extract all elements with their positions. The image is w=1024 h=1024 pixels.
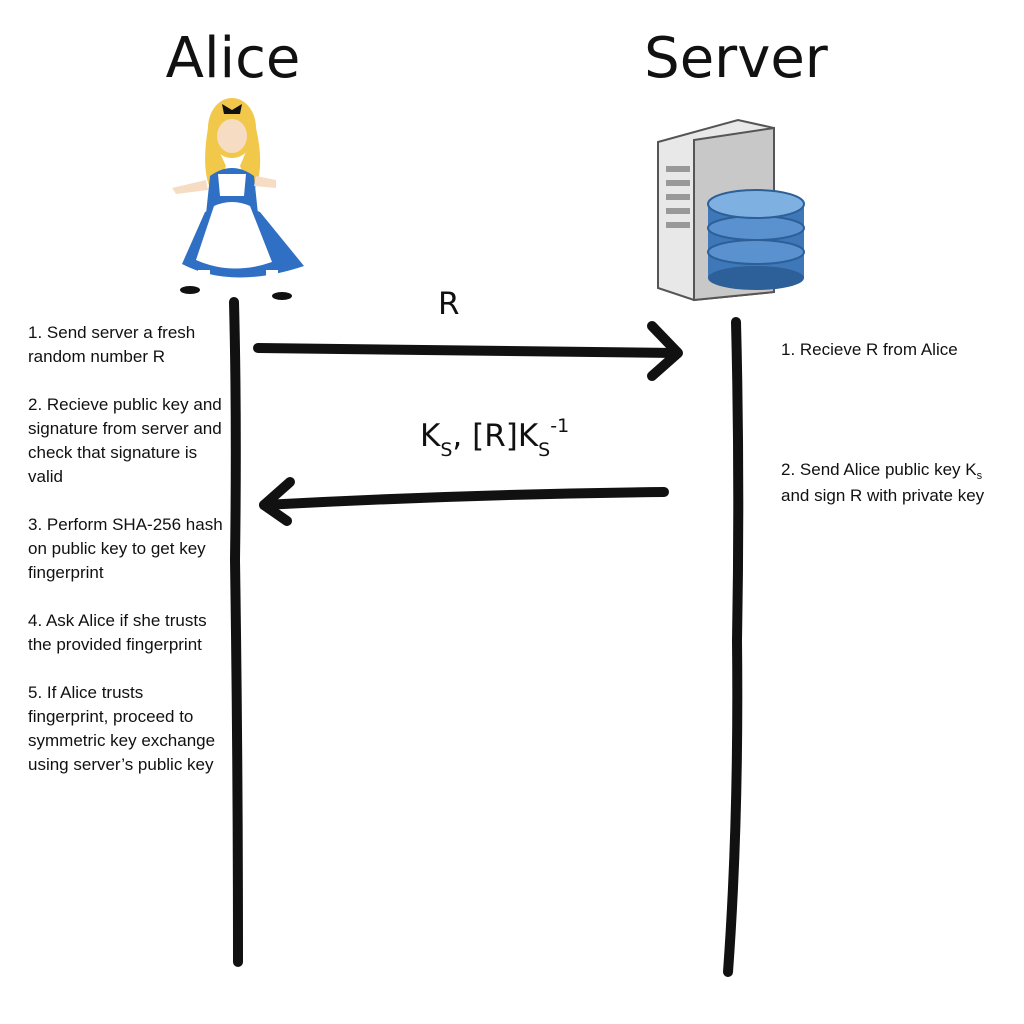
label-sub-s2: S: [538, 439, 551, 461]
server-step-2-text: 2. Send Alice public key K: [781, 460, 977, 479]
server-step-2-subscript: s: [976, 470, 983, 482]
server-title: Server: [644, 26, 828, 91]
label-sep: , [R]K: [452, 418, 539, 454]
server-step-1: 1. Recieve R from Alice: [781, 340, 958, 359]
server-step-2-text-line2: and sign R with private key: [781, 486, 985, 505]
message-label-key-signature: KS, [R]KS-1: [420, 415, 570, 461]
label-exponent: -1: [550, 415, 570, 437]
alice-lifeline: [229, 297, 243, 967]
server-step-2: 2. Send Alice public key Ks and sign R wi…: [781, 458, 1016, 508]
label-k: K: [420, 418, 441, 454]
alice-title: Alice: [165, 26, 301, 91]
message-arrow-r: [253, 321, 683, 381]
alice-step-2: 2. Recieve public key and signature from…: [28, 395, 222, 486]
alice-step-4: 4. Ask Alice if she trusts the provided …: [28, 611, 207, 654]
message-arrow-key: [259, 477, 669, 526]
alice-step-1: 1. Send server a fresh random number R: [28, 323, 196, 366]
server-lifeline: [723, 317, 744, 977]
alice-character-icon: [172, 98, 304, 300]
server-step-list: 1. Recieve R from Alice 2. Send Alice pu…: [781, 338, 1016, 532]
server-database-icon: [657, 118, 805, 302]
label-sub-s1: S: [440, 439, 453, 461]
alice-step-list: 1. Send server a fresh random number R 2…: [28, 321, 228, 801]
alice-step-5: 5. If Alice trusts fingerprint, proceed …: [28, 683, 216, 774]
message-label-r: R: [438, 286, 460, 322]
alice-step-3: 3. Perform SHA-256 hash on public key to…: [28, 515, 223, 582]
